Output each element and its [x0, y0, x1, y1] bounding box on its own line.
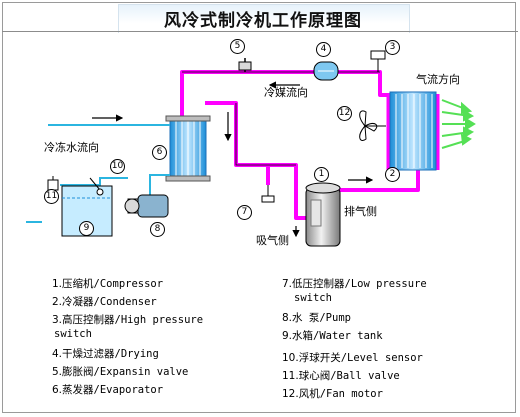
title-divider: [2, 31, 518, 32]
legend-item-10: 10.浮球开关/Level sensor: [282, 352, 423, 364]
suction-side-label: 吸气侧: [256, 234, 289, 247]
legend-item-1: 1.压缩机/Compressor: [52, 278, 164, 290]
legend-item-5: 5.膨胀阀/Expansin valve: [52, 366, 189, 378]
diagram-title: 风冷式制冷机工作原理图: [164, 11, 362, 31]
drier-filter: [313, 61, 339, 81]
marker-9: 9: [79, 221, 94, 236]
marker-2: 2: [385, 167, 400, 182]
marker-6: 6: [152, 145, 167, 160]
airflow-direction-label: 气流方向: [416, 73, 460, 86]
legend-item-9: 9.水箱/Water tank: [282, 330, 383, 342]
low-pressure-switch: [261, 185, 275, 203]
suction-line: [205, 101, 306, 220]
legend-item-4: 4.干燥过滤器/Drying: [52, 348, 159, 360]
marker-4: 4: [316, 42, 331, 57]
chilled-water-direction-label: 冷冻水流向: [44, 141, 99, 154]
evaporator-coil: [165, 115, 211, 182]
pump: [124, 194, 169, 218]
fan-motor: [359, 110, 386, 141]
expansion-valve: [238, 58, 252, 72]
discharge-line: [338, 170, 420, 192]
legend-item-12: 12.风机/Fan motor: [282, 388, 383, 400]
legend-item-8: 8.水 泵/Pump: [282, 312, 351, 324]
ball-valve: [47, 176, 59, 191]
refrigerant-direction-label: 冷媒流向: [264, 86, 308, 99]
component-legend: 1.压缩机/Compressor 2.冷凝器/Condenser 3.高压控制器…: [0, 277, 520, 413]
title-background: [118, 4, 410, 33]
flow-direction-arrows: [92, 81, 374, 238]
legend-item-3-line2: switch: [54, 328, 92, 340]
compressor: [305, 182, 341, 247]
marker-10: 10: [110, 159, 125, 174]
high-pressure-switch: [370, 50, 386, 72]
level-sensor: [89, 177, 104, 196]
marker-5: 5: [230, 39, 245, 54]
airflow-arrows: [441, 99, 476, 149]
marker-3: 3: [385, 40, 400, 55]
marker-8: 8: [150, 222, 165, 237]
condenser-coil: [386, 91, 440, 171]
legend-item-7-line2: switch: [294, 292, 332, 304]
discharge-side-label: 排气侧: [344, 205, 377, 218]
marker-11: 11: [44, 189, 59, 204]
legend-item-6: 6.蒸发器/Evaporator: [52, 384, 164, 396]
marker-7: 7: [237, 205, 252, 220]
marker-12: 12: [337, 106, 352, 121]
marker-1: 1: [314, 167, 329, 182]
legend-item-11: 11.球心阀/Ball valve: [282, 370, 400, 382]
legend-item-2: 2.冷凝器/Condenser: [52, 296, 157, 308]
